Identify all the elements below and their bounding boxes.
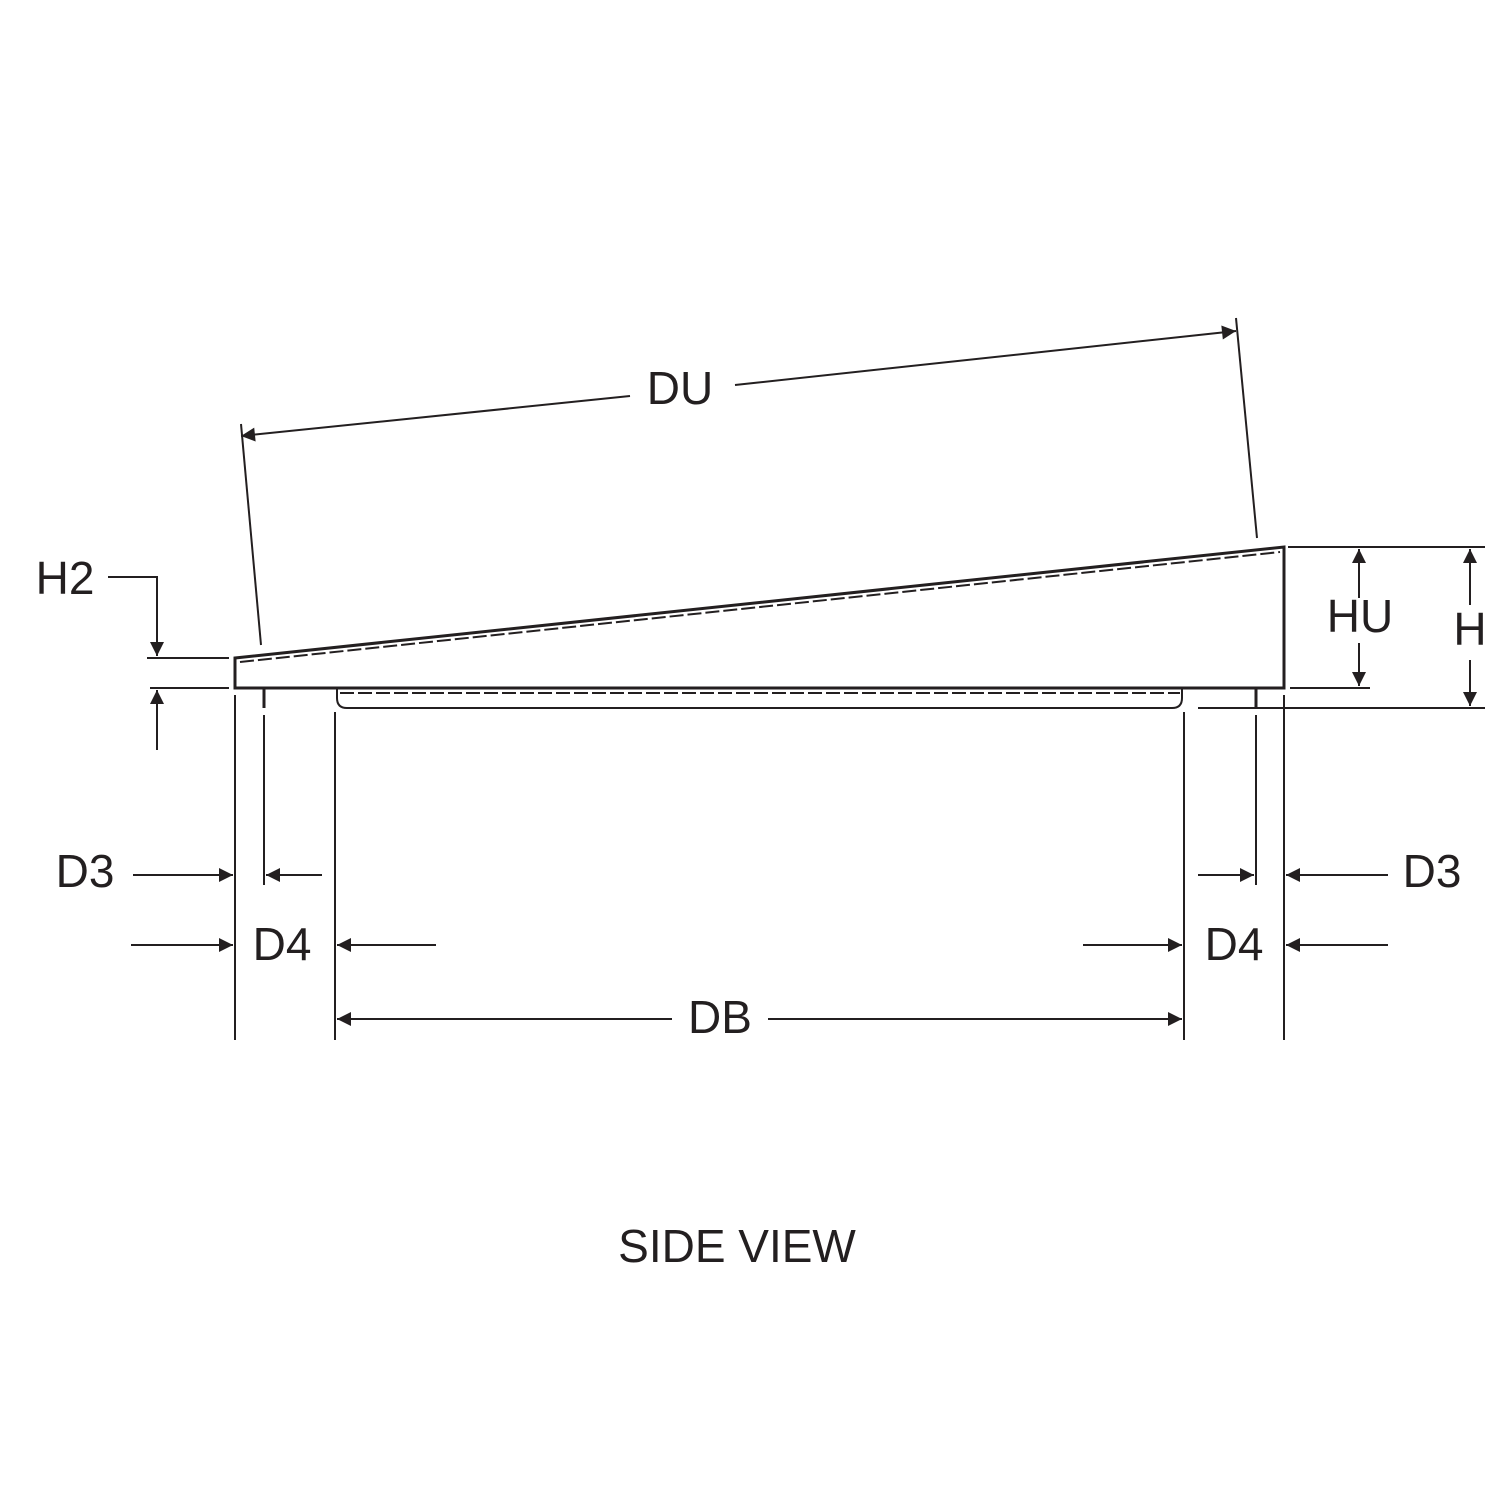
h2-label: H2: [36, 552, 95, 604]
h-dimension: H: [1198, 549, 1487, 709]
d4-right-label: D4: [1205, 918, 1264, 970]
d4-left-label: D4: [253, 918, 312, 970]
du-label: DU: [647, 362, 713, 414]
extension-lines: [234, 695, 1285, 1040]
d4-left-dimension: D4: [131, 918, 436, 970]
d4-right-dimension: D4: [1083, 918, 1388, 970]
h2-dimension: H2: [36, 552, 229, 750]
du-dimension: DU: [240, 317, 1258, 646]
db-dimension: DB: [337, 991, 1182, 1043]
view-title: SIDE VIEW: [618, 1220, 856, 1272]
hu-dimension: HU: [1288, 546, 1485, 689]
h-label: H: [1453, 603, 1486, 655]
d3-left-label: D3: [56, 845, 115, 897]
d3-right-dimension: D3: [1198, 845, 1461, 897]
ramp-body: [233, 545, 1286, 709]
d3-left-dimension: D3: [56, 845, 322, 897]
hu-label: HU: [1327, 590, 1393, 642]
db-label: DB: [688, 991, 752, 1043]
d3-right-label: D3: [1403, 845, 1462, 897]
